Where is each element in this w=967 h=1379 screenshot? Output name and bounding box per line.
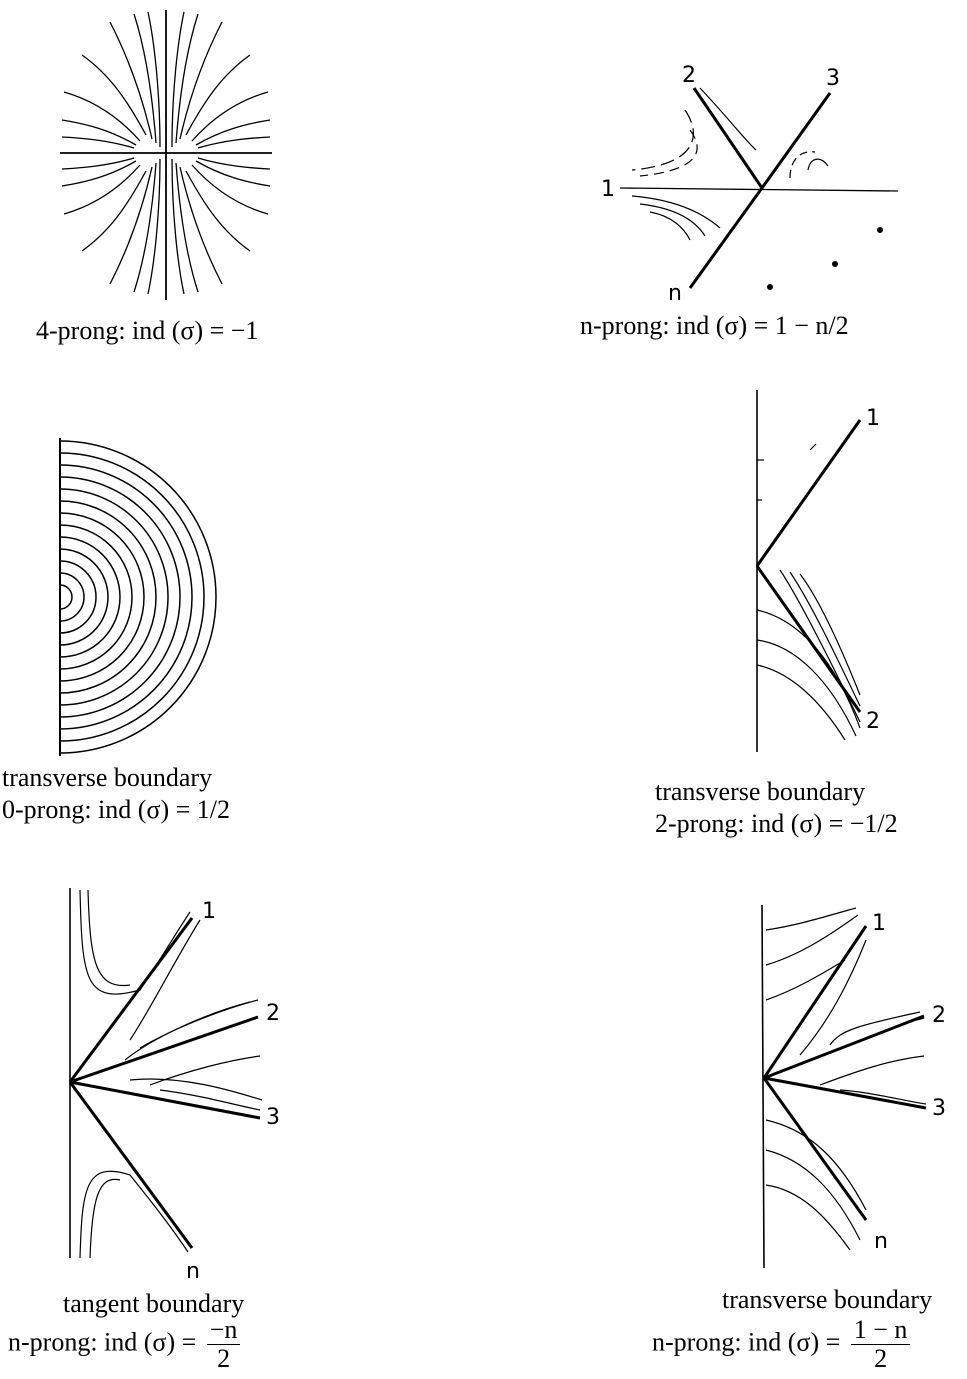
transverse-n-prong-denominator: 2: [874, 1344, 888, 1373]
tangent-n-prong-caption-title: tangent boundary: [63, 1289, 245, 1318]
tangent-n-prong-diagram: [68, 888, 263, 1259]
tangent-n-prong-denominator: 2: [217, 1344, 231, 1373]
transverse-2-prong-label-2: 2: [866, 709, 880, 734]
transverse-n-prong-caption-title: transverse boundary: [722, 1285, 933, 1314]
transverse-n-prong-label-2: 2: [932, 1003, 946, 1028]
transverse-2-prong-diagram: [755, 390, 862, 752]
n-prong-label-2: 2: [682, 63, 696, 88]
tangent-n-prong-label-3: 3: [266, 1105, 280, 1130]
transverse-n-prong-label-1: 1: [872, 911, 886, 936]
tangent-n-prong-label-1: 1: [202, 899, 216, 924]
tangent-n-prong-numerator: −n: [206, 1316, 241, 1345]
n-prong-diagram: [619, 87, 899, 290]
transverse-0-prong-caption-index: 0-prong: ind (σ) = 1/2: [2, 795, 230, 824]
transverse-n-prong-fraction: 1 − n 2: [850, 1316, 911, 1373]
transverse-n-prong-diagram: [761, 904, 927, 1269]
transverse-0-prong-diagram: [59, 438, 217, 756]
transverse-n-prong-formula-prefix: n-prong: ind (σ) =: [652, 1327, 841, 1357]
n-prong-label-1: 1: [601, 177, 615, 202]
transverse-n-prong-formula: n-prong: ind (σ) = 1 − n 2: [652, 1316, 911, 1373]
transverse-0-prong-caption-title: transverse boundary: [2, 763, 213, 792]
transverse-n-prong-numerator: 1 − n: [850, 1316, 911, 1345]
n-prong-caption: n-prong: ind (σ) = 1 − n/2: [580, 311, 849, 340]
transverse-2-prong-caption-title: transverse boundary: [655, 777, 866, 806]
transverse-n-prong-label-n: n: [874, 1229, 888, 1254]
n-prong-label-3: 3: [826, 66, 840, 91]
tangent-n-prong-formula: n-prong: ind (σ) = −n 2: [8, 1316, 241, 1373]
transverse-2-prong-caption-index: 2-prong: ind (σ) = −1/2: [655, 809, 898, 838]
transverse-2-prong-label-1: 1: [866, 406, 880, 431]
four-prong-diagram: [60, 10, 272, 300]
tangent-n-prong-label-2: 2: [266, 1001, 280, 1026]
tangent-n-prong-formula-prefix: n-prong: ind (σ) =: [8, 1327, 197, 1357]
tangent-n-prong-fraction: −n 2: [206, 1316, 241, 1373]
tangent-n-prong-label-n: n: [186, 1259, 200, 1284]
transverse-n-prong-label-3: 3: [932, 1096, 946, 1121]
n-prong-label-n: n: [668, 281, 682, 306]
four-prong-caption: 4-prong: ind (σ) = −1: [36, 316, 259, 345]
